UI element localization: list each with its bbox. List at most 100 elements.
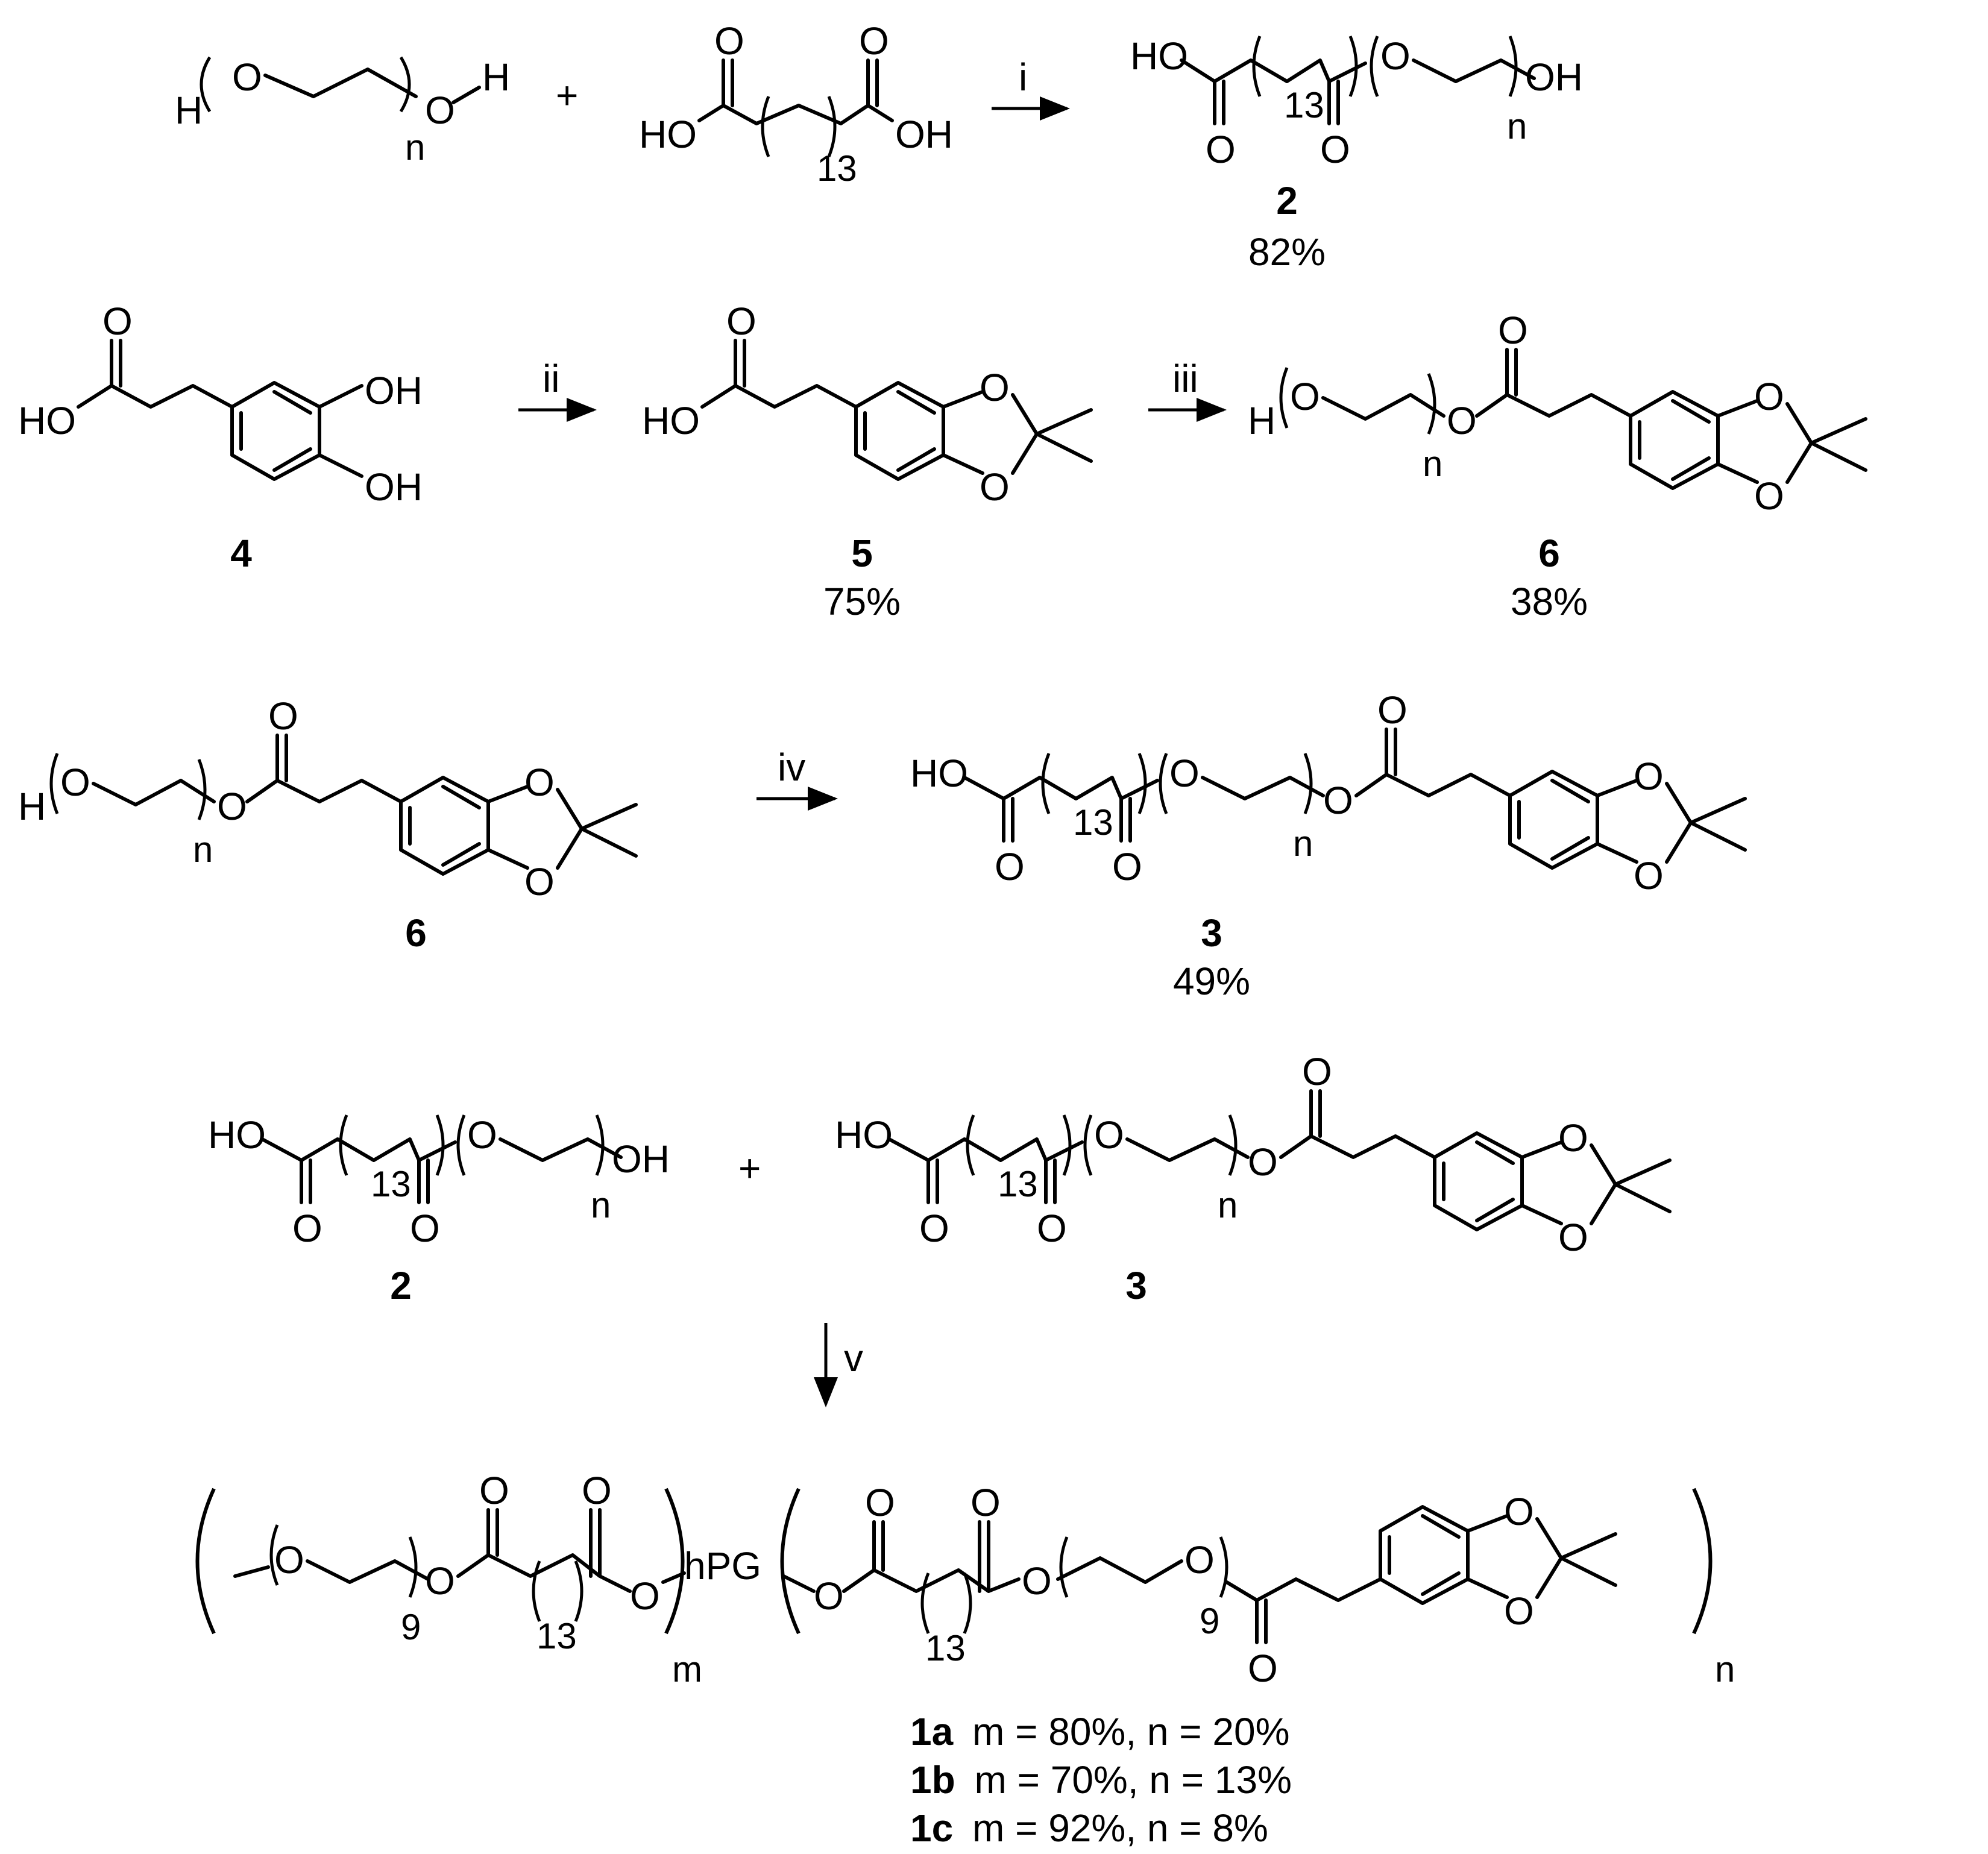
step-label-ii: ii <box>543 357 559 400</box>
product-id: 1a <box>910 1710 954 1753</box>
repeat-13: 13 <box>925 1628 966 1668</box>
product-ratio: m = 70%, n = 13% <box>974 1758 1292 1802</box>
atom-label: H <box>175 89 203 132</box>
atom-label: O <box>1184 1538 1215 1582</box>
product-1c: 1c m = 92%, n = 8% <box>910 1806 1268 1850</box>
compound-4-label: 4 <box>230 532 252 575</box>
repeat-n: n <box>1218 1185 1238 1225</box>
atom-label: O <box>814 1574 844 1618</box>
atom-label: O <box>865 1481 895 1524</box>
atom-label: O <box>1754 474 1784 518</box>
atom-label: O <box>479 1469 509 1512</box>
repeat-n: n <box>193 829 213 870</box>
atom-label: O <box>995 845 1025 888</box>
atom-label: O <box>1290 375 1320 418</box>
compound-2-reactant-structure: HO O O 13 O OH n <box>208 1113 670 1250</box>
atom-label: O <box>1302 1050 1332 1093</box>
atom-label: O <box>274 1538 304 1582</box>
atom-label: O <box>714 19 744 63</box>
atom-label: HO <box>642 399 700 442</box>
atom-label: O <box>1248 1647 1278 1690</box>
atom-label: O <box>1248 1140 1278 1184</box>
repeat-n: n <box>1293 823 1313 864</box>
atom-label: O <box>1112 845 1142 888</box>
atom-label: HO <box>910 752 968 795</box>
compound-3-reactant-label: 3 <box>1125 1264 1147 1307</box>
compound-6-label: 6 <box>1538 532 1560 575</box>
atom-label: O <box>217 785 247 828</box>
plus-sign: + <box>556 74 578 117</box>
atom-label: O <box>1380 34 1411 78</box>
atom-label: OH <box>365 465 423 509</box>
atom-label: O <box>467 1113 497 1157</box>
compound-3-reactant-structure: HO O O 13 O O n O O O <box>835 1050 1672 1259</box>
step-label-iv: iv <box>778 746 805 789</box>
product-legend: 1a m = 80%, n = 20% 1b m = 70%, n = 13% … <box>910 1710 1292 1850</box>
compound-5-label: 5 <box>851 532 873 575</box>
atom-label: O <box>1022 1559 1052 1603</box>
compound-5-yield: 75% <box>823 580 901 623</box>
atom-label: O <box>102 300 133 343</box>
pentadecanedioic-acid: HO O O 13 OH <box>639 19 953 189</box>
atom-label: O <box>1323 779 1353 822</box>
atom-label: O <box>1504 1589 1534 1633</box>
product-1a: 1a m = 80%, n = 20% <box>910 1710 1290 1753</box>
atom-label: O <box>60 761 90 804</box>
atom-label: O <box>1169 752 1200 795</box>
atom-label: O <box>1498 309 1528 352</box>
product-ratio: m = 92%, n = 8% <box>972 1806 1268 1850</box>
compound-3-yield: 49% <box>1173 960 1250 1003</box>
atom-label: O <box>1447 399 1477 442</box>
atom-label: O <box>630 1574 660 1618</box>
peg-diol: H O O H n <box>175 55 510 168</box>
repeat-n: n <box>1715 1649 1735 1689</box>
product-id: 1b <box>910 1758 955 1802</box>
atom-label: O <box>1754 375 1784 418</box>
atom-label: O <box>859 19 889 63</box>
repeat-n: n <box>1507 106 1527 146</box>
atom-label: O <box>425 1559 455 1603</box>
atom-label: O <box>268 694 298 738</box>
atom-label: HO <box>18 399 76 442</box>
repeat-n: n <box>405 127 425 168</box>
atom-label: OH <box>365 369 423 412</box>
atom-label: H <box>482 55 510 99</box>
atom-label: O <box>1037 1207 1067 1250</box>
repeat-9: 9 <box>401 1607 421 1647</box>
product-1-structure: O 9 O O O 13 O m hPG O O O 13 O O 9 O O <box>195 1469 1735 1690</box>
product-id: 1c <box>910 1806 953 1850</box>
compound-5-structure: HO O O O <box>642 300 1093 509</box>
atom-label: O <box>1634 854 1664 897</box>
atom-label: O <box>582 1469 612 1512</box>
atom-label: O <box>980 465 1010 509</box>
repeat-13: 13 <box>817 148 857 189</box>
repeat-9: 9 <box>1200 1601 1219 1641</box>
compound-6-reactant-structure: H O O n O O O <box>18 694 638 903</box>
atom-label: HO <box>835 1113 893 1157</box>
atom-label: O <box>292 1207 322 1250</box>
atom-label: HO <box>639 113 697 156</box>
repeat-13: 13 <box>1284 85 1324 125</box>
compound-3-structure: HO O O 13 O O n O O O <box>910 688 1747 897</box>
plus-sign: + <box>738 1146 761 1190</box>
compound-2-label: 2 <box>1276 179 1298 222</box>
product-ratio: m = 80%, n = 20% <box>972 1710 1290 1753</box>
compound-2-structure: HO O O 13 O OH n <box>1130 34 1583 171</box>
atom-label: OH <box>612 1137 670 1181</box>
repeat-n: n <box>591 1185 611 1225</box>
atom-label: O <box>1320 128 1350 171</box>
repeat-n: n <box>1423 444 1442 484</box>
atom-label: O <box>1094 1113 1124 1157</box>
repeat-13: 13 <box>1073 802 1113 843</box>
atom-label: O <box>726 300 757 343</box>
atom-label: O <box>980 366 1010 409</box>
atom-label: O <box>410 1207 440 1250</box>
atom-label: H <box>18 785 46 828</box>
atom-label: O <box>970 1481 1001 1524</box>
atom-label: HO <box>1130 34 1188 78</box>
compound-6-structure: H O O n O O O <box>1248 309 1867 518</box>
atom-label: O <box>1558 1216 1588 1259</box>
atom-label: O <box>1504 1490 1534 1533</box>
atom-label: O <box>1206 128 1236 171</box>
